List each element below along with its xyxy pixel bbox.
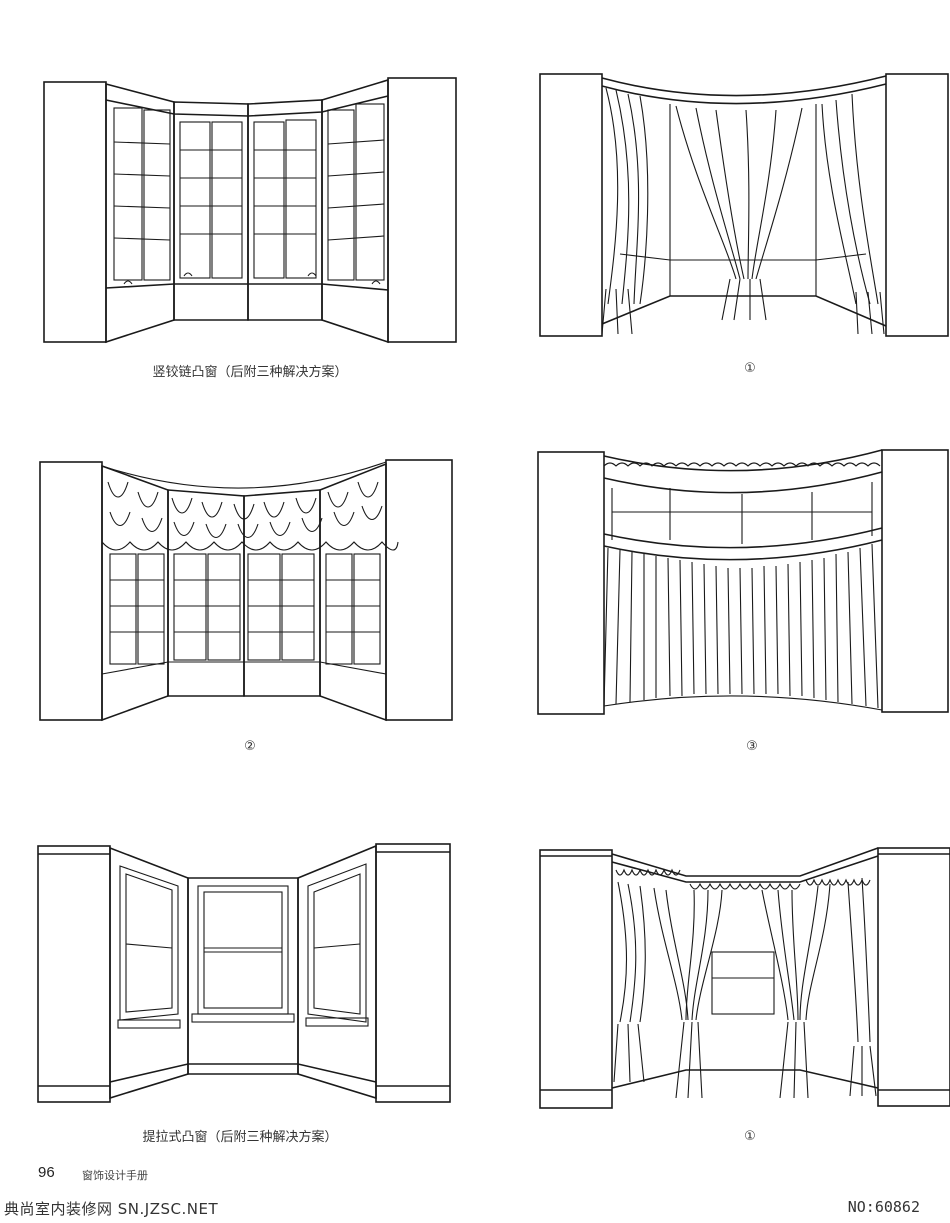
- book-title: 窗饰设计手册: [82, 1169, 148, 1182]
- figure-austrian-valance: [38, 452, 458, 732]
- figure-gathered-curtain: [536, 448, 950, 718]
- page-number: 96: [38, 1164, 55, 1181]
- figure-caption: ②: [244, 739, 256, 754]
- figure-sash-bay-window: [36, 842, 456, 1106]
- figure-casement-bay-window: [40, 70, 460, 350]
- figure-caption: 竖铰链凸窗（后附三种解决方案）: [152, 365, 348, 380]
- figure-caption: ③: [746, 739, 758, 754]
- figure-caption: ①: [744, 1129, 756, 1144]
- figure-caption: ①: [744, 361, 756, 376]
- watermark-text: 典尚室内装修网 SN.JZSC.NET: [4, 1200, 219, 1218]
- serial-number: NO:60862: [847, 1198, 920, 1216]
- figure-sash-curtain-tiebacks: [536, 842, 950, 1112]
- figure-curtain-tiebacks: [536, 64, 950, 344]
- figure-caption: 提拉式凸窗（后附三种解决方案）: [142, 1130, 338, 1145]
